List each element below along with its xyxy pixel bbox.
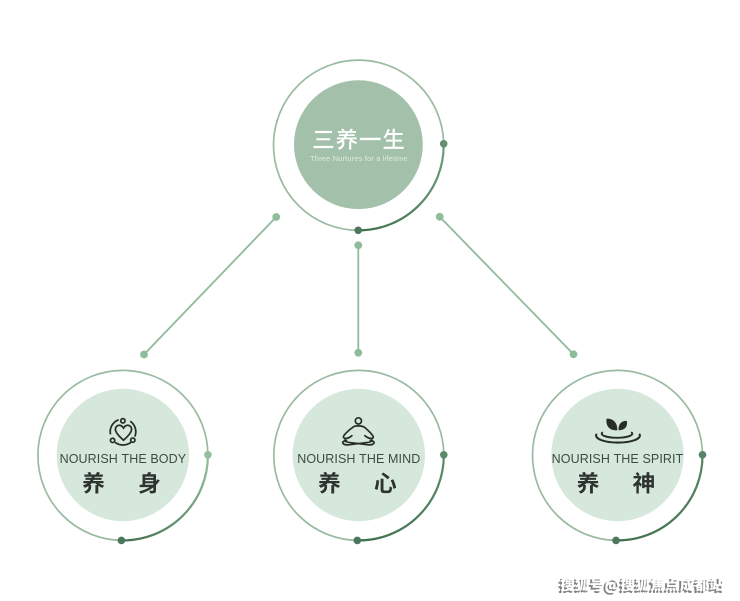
svg-text:NOURISH THE BODY: NOURISH THE BODY — [60, 452, 187, 466]
svg-text:NOURISH THE SPIRIT: NOURISH THE SPIRIT — [552, 452, 684, 466]
svg-text:Three Nurtures for a lifetime: Three Nurtures for a lifetime — [310, 154, 408, 163]
svg-text:NOURISH THE MIND: NOURISH THE MIND — [297, 452, 420, 466]
